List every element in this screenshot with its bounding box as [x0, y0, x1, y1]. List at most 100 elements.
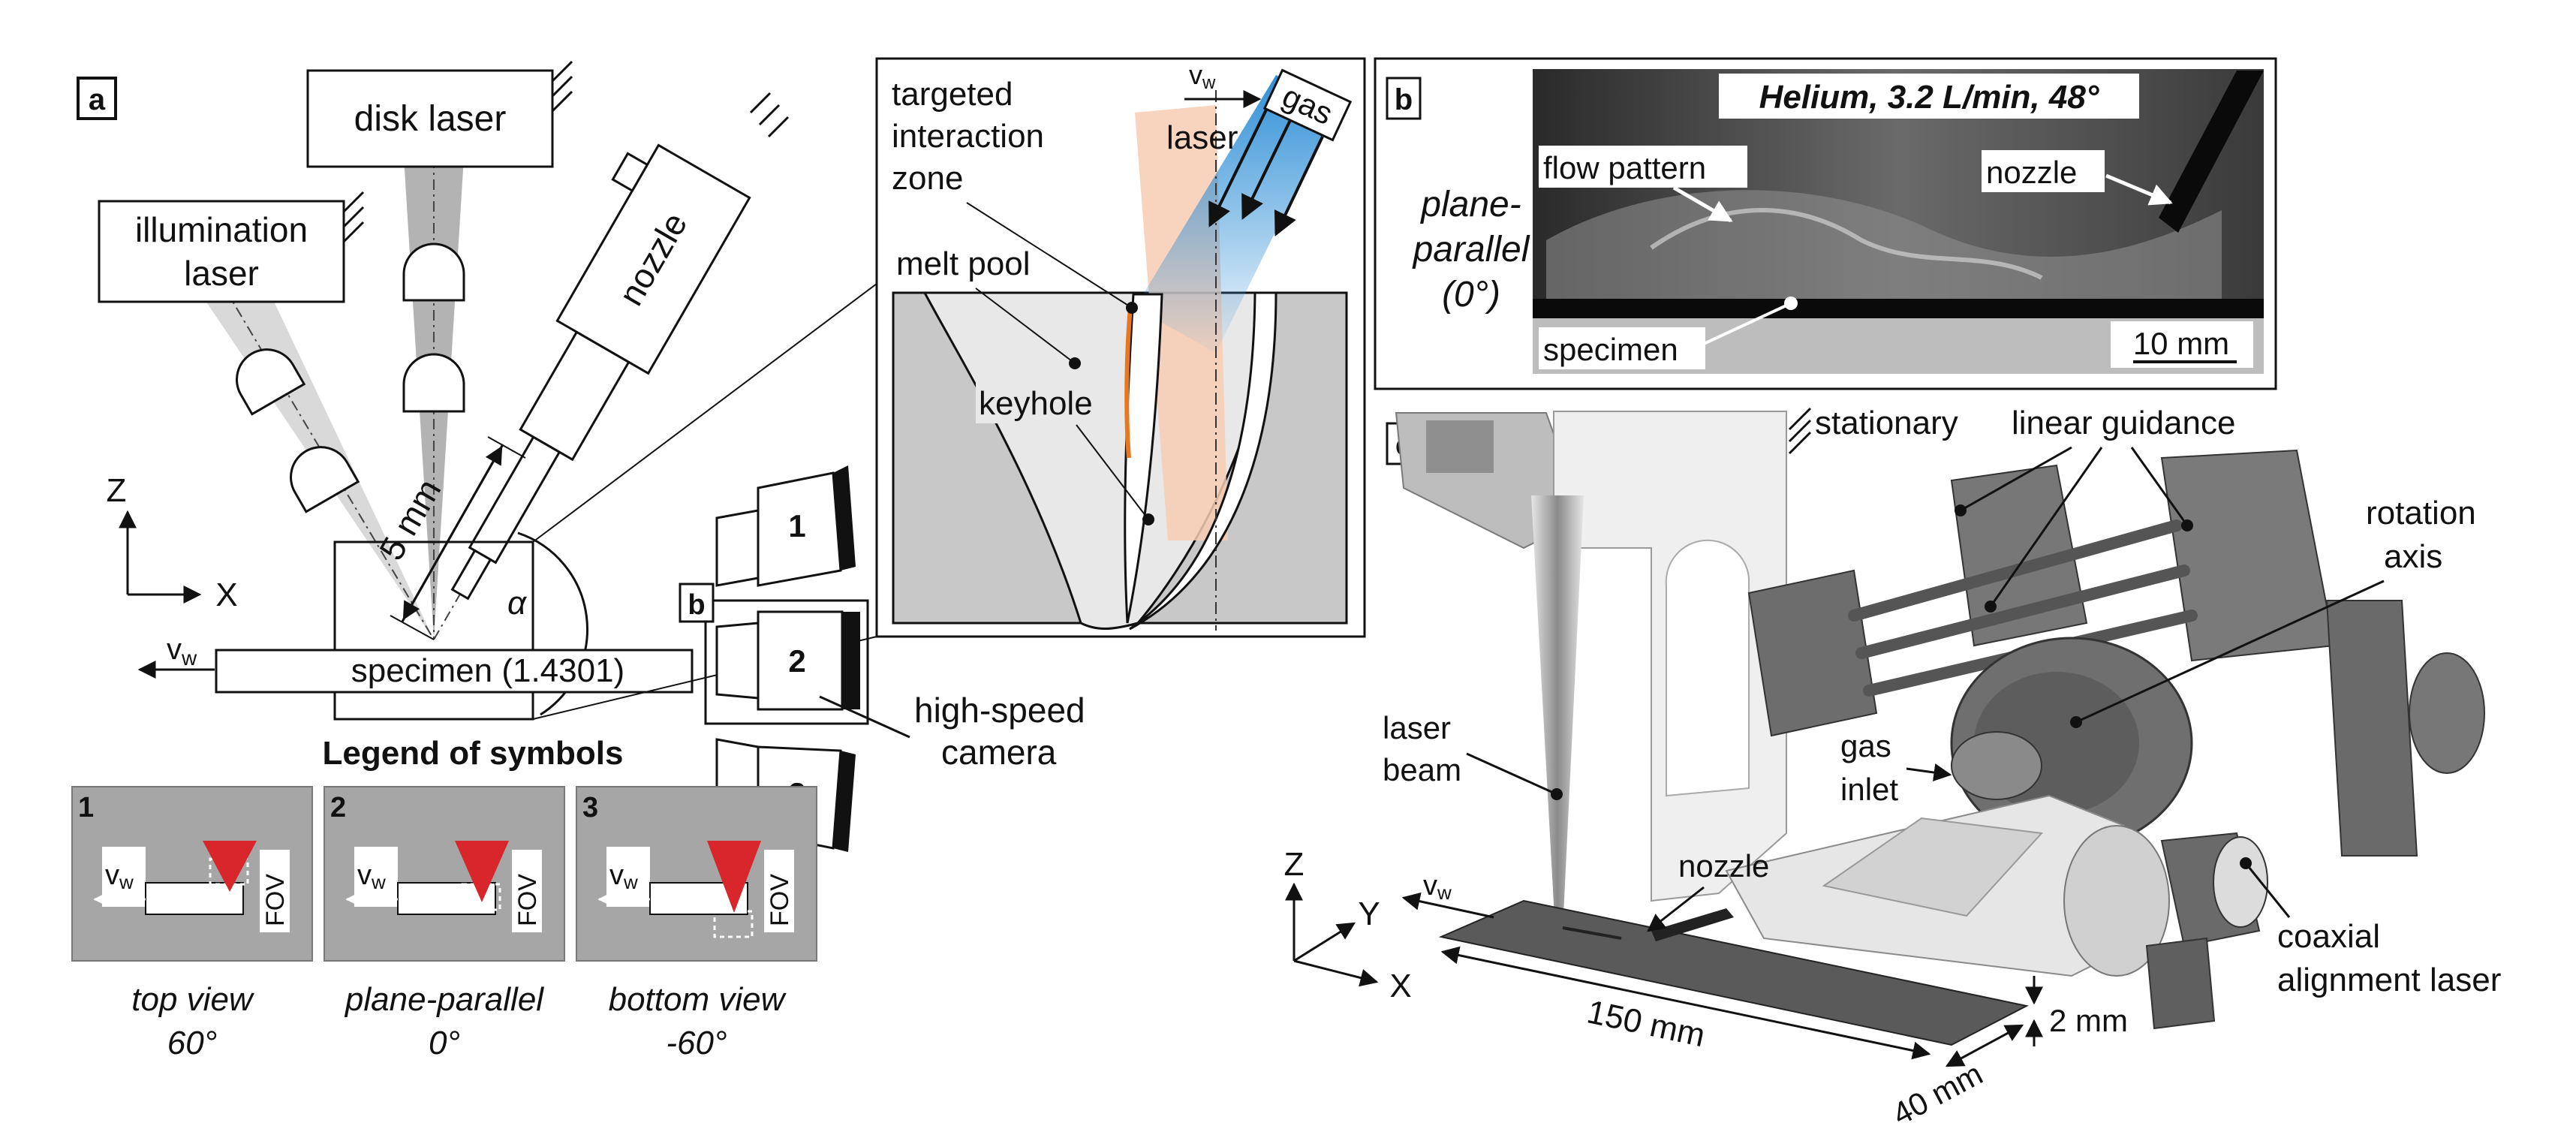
c-axis-x	[1293, 959, 1379, 987]
disk-laser-mount	[551, 60, 573, 113]
c-feed-arrow	[1401, 892, 1494, 919]
interaction-zone	[1124, 306, 1133, 459]
legend-caption-line2: 0°	[429, 1025, 460, 1061]
nozzle-photo	[2159, 71, 2264, 233]
helium-banner	[1719, 74, 2139, 119]
gas-arrows	[1208, 104, 1324, 236]
c-axis-y-label: Y	[1358, 896, 1380, 932]
illumination-laser-line1: illumination	[135, 210, 308, 249]
legend-number: 1	[78, 792, 94, 823]
melt-pool-label: melt pool	[896, 245, 1031, 282]
legend-laser-marker	[203, 841, 257, 892]
legend-fov-box	[713, 910, 754, 938]
nozzle-b-label: nozzle	[1986, 155, 2077, 190]
camera-2-label: 2	[788, 643, 805, 679]
stationary-hatch	[1788, 407, 1812, 455]
camera-2: 2	[715, 610, 860, 711]
legend-fov-bg	[512, 850, 542, 932]
rotation-axis-line1: rotation	[2366, 495, 2476, 531]
illumination-mount	[342, 191, 365, 243]
legend-fov-bg	[260, 850, 290, 932]
gas-inlet-fitting	[1951, 731, 2042, 800]
flow-pattern-label: flow pattern	[1543, 150, 1706, 185]
c-axis-z-label: Z	[1284, 846, 1305, 883]
specimen-bar	[215, 649, 694, 694]
illum-lens-lower	[290, 446, 360, 513]
camera-label-line1: high-speed	[914, 691, 1085, 730]
disk-laser-label: disk laser	[354, 99, 507, 139]
dim-40	[1945, 1024, 2024, 1067]
zoom-line-upper	[532, 283, 877, 543]
dim-2-label: 2 mm	[2049, 1003, 2128, 1038]
scale-bg	[2111, 321, 2253, 368]
legend-laser-marker	[455, 841, 509, 902]
gas-inlet-line2: inlet	[1840, 772, 1898, 807]
panel-a-label: a	[89, 83, 106, 116]
coaxial-line2: alignment laser	[2277, 962, 2501, 998]
right-block	[2325, 600, 2418, 857]
legend-fov-label: FOV	[261, 874, 290, 926]
distance-arrow-down	[402, 536, 452, 621]
gas-stream	[1135, 75, 1338, 353]
camera-b-tag	[679, 583, 715, 623]
camera-b-letter: b	[688, 589, 705, 621]
legend-vw: vw	[357, 860, 386, 893]
helium-title: Helium, 3.2 L/min, 48°	[1759, 79, 2099, 116]
targeted-line2: interaction	[892, 118, 1044, 155]
rail-block-right	[2160, 449, 2336, 662]
illumination-laser-box	[98, 200, 345, 303]
nozzle-bg	[1982, 150, 2105, 192]
panel-b-label-box	[1386, 77, 1422, 120]
linear-guidance-label: linear guidance	[2012, 405, 2235, 441]
gas-inlet-line1: gas	[1840, 728, 1891, 763]
legend-vw-bg	[354, 847, 398, 907]
side-label-3: (0°)	[1442, 275, 1500, 315]
lens-upper	[402, 242, 465, 302]
specimen-dark	[1533, 299, 2264, 318]
legend-caption-line2: -60°	[666, 1025, 727, 1061]
panel-b: b plane- parallel (0°) Helium, 3.2 L/min…	[1374, 57, 2277, 390]
c-vw-label: vw	[1423, 870, 1452, 904]
nozzle-c-label: nozzle	[1678, 848, 1769, 884]
specimen-b-bg	[1539, 327, 1705, 369]
targeted-line1: targeted	[892, 76, 1013, 113]
gas-inlet-bg	[1834, 724, 1912, 812]
legend-caption-line1: plane-parallel	[344, 981, 544, 1018]
panel-a: a disk laser illumination laser	[71, 60, 1085, 1061]
inset-vw-label: vw	[1189, 59, 1216, 93]
legend-title: Legend of symbols	[323, 735, 624, 772]
linear-guidance-pointers	[1960, 446, 2189, 607]
legend-fov-label: FOV	[766, 874, 794, 926]
laser-beam-line1: laser	[1383, 710, 1451, 745]
legend-vw: vw	[609, 860, 638, 893]
legend-number: 2	[330, 792, 346, 823]
axis-x-label: X	[215, 577, 237, 613]
zoom-region-box	[333, 540, 534, 721]
nozzle-assembly: nozzle	[433, 143, 751, 640]
side-label-2: parallel	[1412, 230, 1530, 269]
rail-block-left	[1747, 569, 1878, 737]
inset-keyhole: gas laser vw targeted interaction zone m…	[875, 57, 1366, 638]
coaxial-line1: coaxial	[2277, 918, 2380, 955]
inset-laser-label: laser	[1166, 119, 1238, 156]
legend-laser-marker	[707, 841, 761, 913]
camera-1-label: 1	[788, 508, 805, 543]
lens-lower	[402, 353, 465, 413]
disk-laser-box	[306, 69, 554, 168]
legend-vw-bg	[606, 847, 650, 907]
vw-label: vw	[167, 633, 197, 670]
legend-caption-line1: top view	[131, 981, 255, 1018]
scale-label: 10 mm	[2133, 326, 2229, 361]
legend-caption-line2: 60°	[167, 1025, 218, 1061]
keyhole-label: keyhole	[979, 385, 1093, 422]
legend-tile-1: 1 vw FOV top view 60°	[71, 786, 313, 1061]
camera-b-box	[704, 599, 869, 725]
illumination-laser-line2: laser	[184, 254, 259, 293]
legend-fov-bg	[764, 850, 794, 932]
legend-vw: vw	[105, 860, 134, 893]
targeted-pointer	[966, 202, 1133, 309]
illum-lens-upper	[236, 348, 306, 416]
keyhole-right	[1129, 291, 1277, 631]
